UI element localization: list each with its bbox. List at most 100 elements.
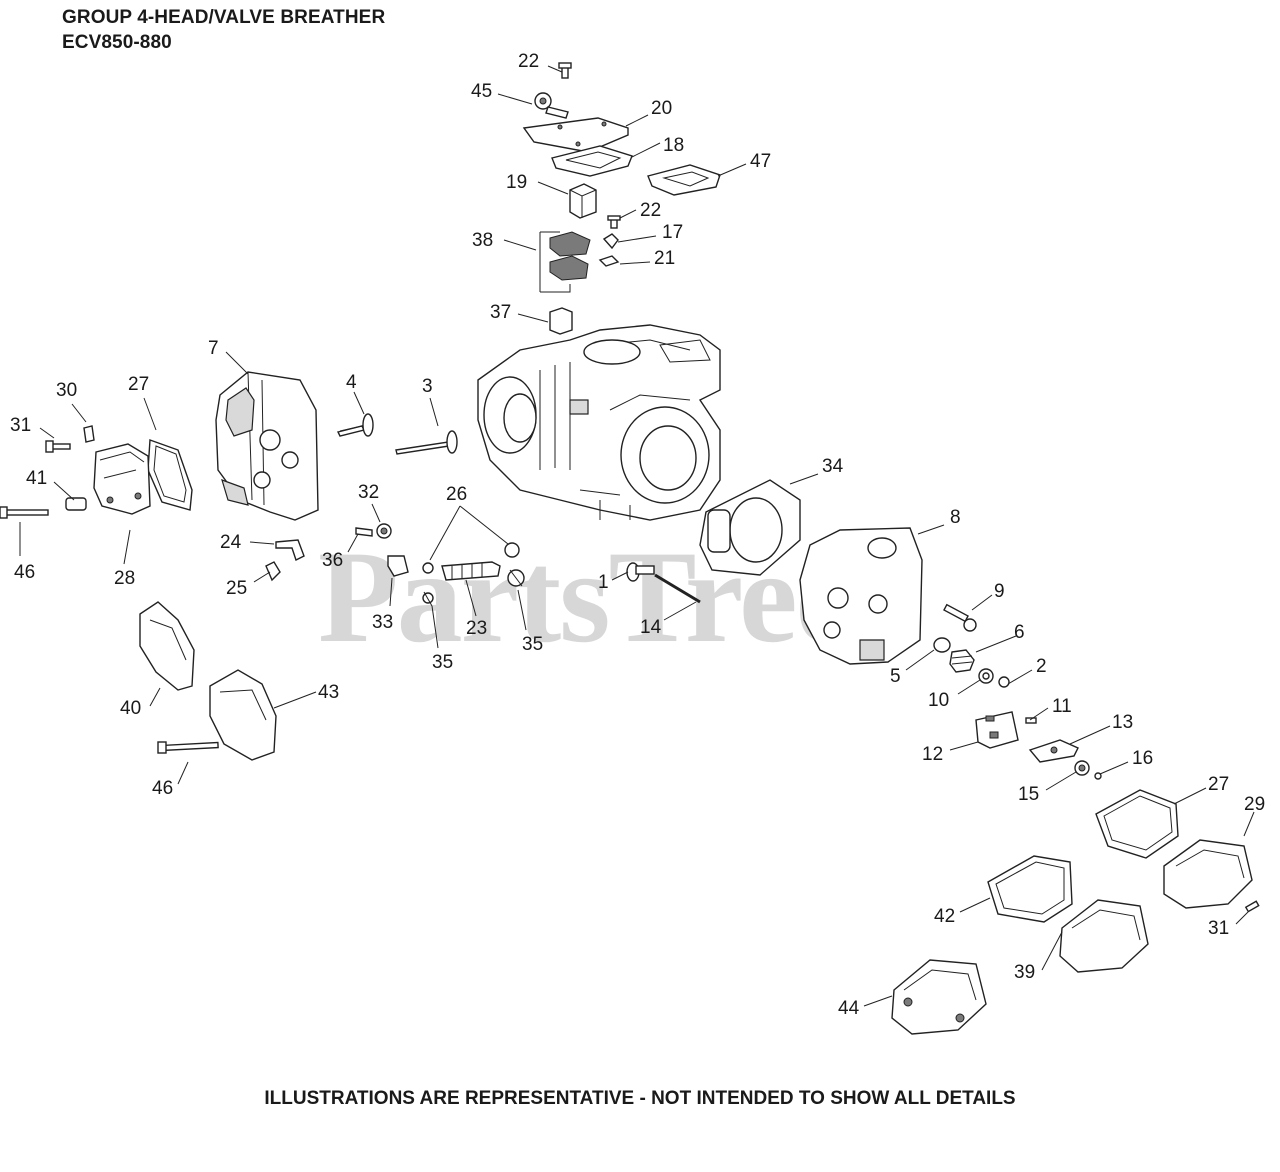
callout-14: 14: [640, 617, 662, 638]
sensor-25: [265, 561, 281, 582]
callout-45: 45: [471, 81, 492, 102]
callout-27-right: 27: [1208, 774, 1229, 795]
callout-11: 11: [1052, 696, 1072, 717]
head-gasket-34: [699, 479, 801, 576]
valve-cover-39: [1059, 899, 1149, 973]
callout-33: 33: [372, 612, 393, 633]
screw-22-mid: [607, 215, 621, 229]
callout-46-lower: 46: [152, 778, 173, 799]
callout-32: 32: [358, 482, 379, 503]
retainer-5: [933, 637, 951, 653]
callout-44: 44: [838, 998, 860, 1019]
clamp-32: [376, 523, 392, 539]
callout-5: 5: [890, 666, 901, 687]
clamp-26-left: [422, 562, 434, 574]
bolt-46-left: [0, 506, 49, 519]
callout-2: 2: [1036, 656, 1047, 677]
callout-46-left: 46: [14, 562, 35, 583]
callout-23: 23: [466, 618, 487, 639]
callout-22-top: 22: [518, 51, 539, 72]
stud-9: [943, 603, 977, 632]
leader-lines: [19, 65, 1255, 1007]
callout-1: 1: [598, 572, 609, 593]
retainer-21: [598, 255, 620, 267]
callout-10: 10: [928, 690, 949, 711]
callout-22-mid: 22: [640, 200, 661, 221]
valve-4: [336, 413, 374, 437]
valve-cover-28: [93, 443, 151, 515]
screw-22-top: [558, 62, 572, 79]
clamp-45: [534, 92, 569, 119]
spring-6: [949, 649, 975, 673]
diagram-model: ECV850-880: [62, 32, 172, 53]
disclaimer-note: ILLUSTRATIONS ARE REPRESENTATIVE - NOT I…: [264, 1088, 1016, 1109]
hose-23: [441, 561, 501, 581]
callout-41: 41: [26, 468, 47, 489]
bolt-46-lower: [157, 741, 219, 754]
clamp-35-left: [422, 591, 434, 607]
bracket-24: [275, 539, 305, 561]
stud-11: [1025, 717, 1037, 724]
callout-16: 16: [1132, 748, 1153, 769]
cylinder-head-7: [215, 371, 319, 521]
valve-3: [395, 430, 458, 455]
callout-38: 38: [472, 230, 493, 251]
clip-30: [83, 425, 95, 443]
callout-26: 26: [446, 484, 467, 505]
callout-7: 7: [208, 338, 219, 359]
callout-29: 29: [1244, 794, 1265, 815]
filter-37: [549, 307, 573, 335]
breather-gasket-18: [551, 145, 633, 177]
washer-10: [978, 668, 994, 684]
nut-16: [1094, 772, 1102, 780]
lifter-1: [626, 562, 655, 582]
callout-labels: 22 45 20 18 47 19 22 17 38 21 37 7 30 27…: [10, 51, 1265, 1019]
valve-cover-43: [209, 669, 277, 761]
filter-19: [569, 183, 597, 219]
callout-17: 17: [662, 222, 683, 243]
callout-12: 12: [922, 744, 943, 765]
callout-31-left: 31: [10, 415, 31, 436]
callout-18: 18: [663, 135, 684, 156]
callout-42: 42: [934, 906, 955, 927]
gasket-42: [987, 855, 1073, 923]
callout-37: 37: [490, 302, 511, 323]
callout-35-right: 35: [522, 634, 543, 655]
callout-15: 15: [1018, 784, 1039, 805]
callout-28: 28: [114, 568, 135, 589]
fitting-36: [355, 527, 373, 537]
callout-31-right: 31: [1208, 918, 1229, 939]
callout-19: 19: [506, 172, 527, 193]
valve-cover-40: [139, 601, 195, 691]
clamp-35-right: [507, 569, 525, 587]
callout-3: 3: [422, 376, 433, 397]
elbow-33: [387, 555, 409, 577]
callout-6: 6: [1014, 622, 1025, 643]
callout-21: 21: [654, 248, 675, 269]
callout-8: 8: [950, 507, 961, 528]
callout-13: 13: [1112, 712, 1133, 733]
clamp-26-right: [504, 542, 520, 558]
guide-plate-12: [975, 711, 1019, 749]
callout-30: 30: [56, 380, 77, 401]
nut-2: [998, 676, 1010, 688]
callout-27-left: 27: [128, 374, 149, 395]
callout-35-left: 35: [432, 652, 453, 673]
breather-cover-47: [647, 164, 721, 196]
push-rod-14: [654, 573, 701, 604]
bolt-31-left: [45, 440, 71, 453]
filter-set-38: [539, 231, 591, 293]
callout-9: 9: [994, 581, 1005, 602]
gasket-27-right: [1095, 789, 1179, 859]
callout-4: 4: [346, 372, 357, 393]
breather-cover-20: [522, 117, 629, 153]
callout-40: 40: [120, 698, 141, 719]
diagram-title: GROUP 4-HEAD/VALVE BREATHER: [62, 7, 386, 28]
pivot-15: [1074, 760, 1090, 776]
callout-25: 25: [226, 578, 247, 599]
reed-17: [602, 233, 619, 250]
gasket-27-left: [147, 439, 193, 511]
bolt-31-right: [1244, 900, 1260, 913]
callout-39: 39: [1014, 962, 1035, 983]
